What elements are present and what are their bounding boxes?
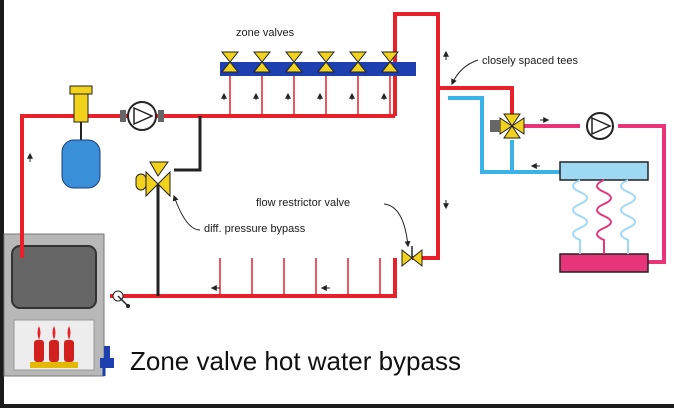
diff-pressure-bypass-leader — [172, 194, 201, 231]
zone-valve-icon — [220, 51, 400, 73]
flow-restrictor-label: flow restrictor valve — [256, 197, 350, 209]
zone-header-arrows — [221, 92, 387, 100]
burner-icon — [30, 326, 78, 368]
radiant-loops — [572, 179, 636, 254]
zone-valves-label: zone valves — [236, 27, 295, 39]
gas-valve-icon — [100, 346, 114, 376]
mixing-valve-icon — [490, 113, 525, 139]
supply-manifold — [559, 161, 649, 181]
closely-spaced-tees-label: closely spaced tees — [482, 55, 578, 67]
zone-header — [229, 75, 391, 116]
air-separator-icon — [69, 85, 93, 140]
zone-valves — [220, 51, 416, 76]
circulator-pump-icon — [120, 101, 164, 131]
flow-restrictor-leader — [383, 203, 411, 248]
bypass-piping — [156, 116, 202, 296]
flow-restrictor-valve-icon — [401, 246, 423, 268]
expansion-tank-icon — [61, 139, 101, 189]
drain-valve-icon — [112, 290, 130, 308]
diagram-caption: Zone valve hot water bypass — [130, 346, 461, 376]
primary-piping — [20, 12, 440, 298]
boiler — [3, 233, 114, 377]
differential-pressure-bypass-valve-icon — [135, 161, 171, 198]
diff-pressure-bypass-label: diff. pressure bypass — [204, 223, 306, 235]
return-manifold — [559, 253, 649, 273]
zone-returns — [219, 258, 381, 296]
flow-arrows — [27, 50, 550, 291]
secondary-pump-icon — [586, 112, 614, 140]
secondary-piping — [438, 86, 666, 264]
closely-spaced-tees-leader — [451, 59, 479, 86]
